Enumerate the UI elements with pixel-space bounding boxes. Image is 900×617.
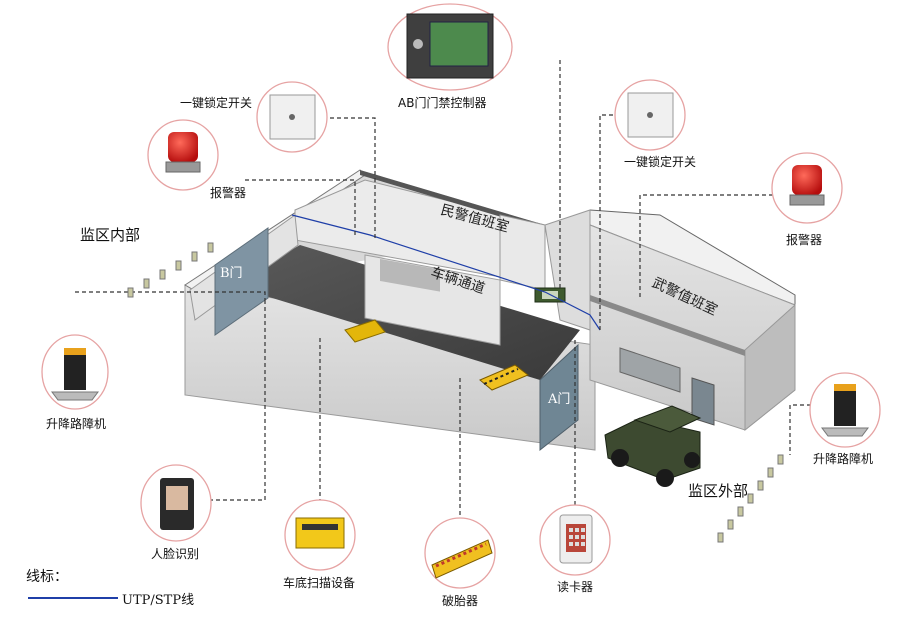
alarm-right-circle [771,152,843,224]
tire-breaker-circle [424,517,496,589]
card-reader-label: 读卡器 [557,580,594,594]
ab-controller-label: AB门门禁控制器 [398,96,487,110]
alarm-left-label: 报警器 [210,186,247,200]
alarm-left-circle [147,119,219,191]
bollard-posts-inside [127,242,214,298]
bollard-posts-outside [717,454,784,543]
bollard-right-circle [809,372,881,448]
connector-lines [75,60,825,520]
door-b-label: B门 [220,266,243,281]
ab-controller-circle [387,3,513,91]
legend-title: 线标： [26,569,68,585]
lock-switch-right-label: 一键锁定开关 [624,155,697,169]
bollard-left-label: 升降路障机 [46,417,107,431]
zone-inside-label: 监区内部 [80,226,141,244]
military-vehicle [604,405,702,487]
building [184,169,796,452]
alarm-right-label: 报警器 [786,233,823,247]
card-reader-circle [539,504,611,576]
lock-switch-left-label: 一键锁定开关 [180,96,253,110]
door-a-label: A门 [548,392,571,407]
face-recognition-circle [140,464,212,542]
lock-switch-left-circle [256,81,328,153]
utp-cable-line [291,214,601,331]
zone-outside-label: 监区外部 [688,482,749,500]
bollard-left-circle [41,334,109,410]
legend-line-label: UTP/STP线 [122,593,195,608]
undercarriage-scan-label: 车底扫描设备 [283,576,356,590]
face-recognition-label: 人脸识别 [151,547,200,561]
lock-switch-right-circle [614,79,686,151]
bollard-right-label: 升降路障机 [813,452,874,466]
tire-breaker-label: 破胎器 [442,594,479,608]
undercarriage-scan-circle [284,499,356,571]
